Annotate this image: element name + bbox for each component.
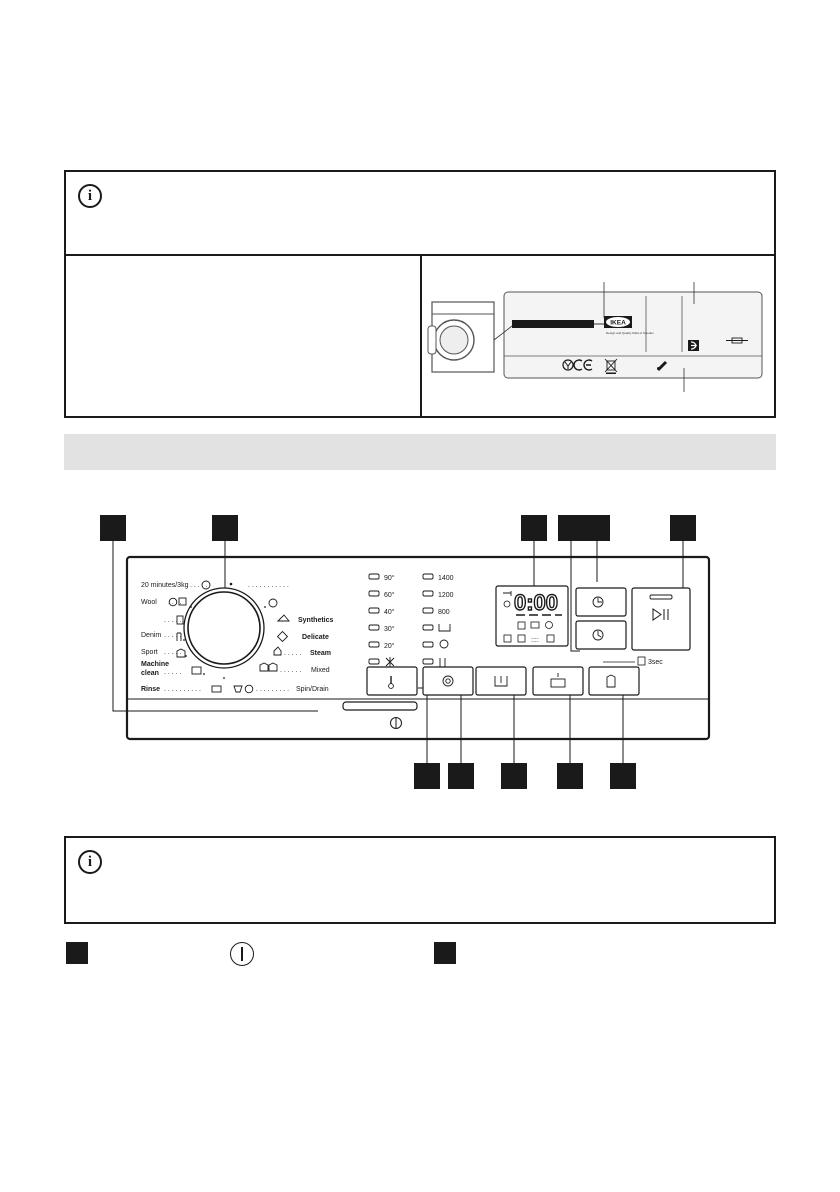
svg-text:90°: 90° [384,574,395,582]
time-manager-button[interactable] [575,620,627,650]
legend-callout-1 [66,942,88,964]
programme-mixed: Mixed [311,667,330,674]
easy-iron-button[interactable] [588,666,640,696]
programme-rinse: Rinse [141,686,160,693]
ikea-logo: IKEA Design and Quality IKEA of Sweden [604,316,654,335]
svg-text:. . . . .: . . . . . [164,632,182,639]
svg-text:. . . . .: . . . . . [164,617,182,624]
svg-text:. . . . .: . . . . . [164,669,182,676]
svg-text:. . . . . . . . .: . . . . . . . . . [256,686,289,693]
rating-plate [503,291,763,379]
start-pause-button[interactable] [631,587,691,651]
electrolux-logo [688,340,699,351]
programme-machine-clean: Machine [141,661,169,668]
callout-8 [448,763,474,789]
svg-text:IKEA: IKEA [610,320,626,327]
programme-wool: Wool [141,599,157,606]
callout-5 [584,515,610,541]
info-note-box: i [64,170,776,256]
column-divider [420,256,422,416]
hold-3sec-label: 3sec [603,656,663,666]
svg-text:. . . . .: . . . . . [190,582,208,589]
programme-denim: Denim [141,632,161,639]
delay-start-button[interactable] [575,587,627,617]
svg-text:. . . . .: . . . . . [284,650,302,657]
control-panel-drawing: 20 minutes/3kg Wool Denim Sport Machine … [100,515,711,789]
svg-text:. . . . . . . . . .: . . . . . . . . . . [164,686,201,693]
power-symbol-bar [241,947,243,961]
serial-bar [512,320,594,328]
callout-10 [557,763,583,789]
info-icon: i [78,850,102,874]
svg-text:. . . . . . . . . . .: . . . . . . . . . . . [248,582,289,589]
programme-dial[interactable] [183,582,265,669]
svg-text:3sec: 3sec [648,659,663,666]
callout-7 [414,763,440,789]
legend-callout-2 [434,942,456,964]
rating-plate-illustration: IKEA Design and Quality IKEA of Sweden [427,282,763,392]
svg-text:60°: 60° [384,591,395,599]
svg-text:1200: 1200 [438,592,454,599]
svg-text:20°: 20° [384,642,395,650]
certification-marks [562,358,668,374]
rating-plate-box [64,254,776,418]
svg-text:. . . .: . . . . [168,599,182,606]
callout-9 [501,763,527,789]
display-time: 0:00 [514,590,558,615]
digital-display: 0:00 :::: [495,585,569,647]
spin-indicators: 1400 1200 800 [422,573,454,667]
spin-button[interactable] [422,666,474,696]
on-off-button[interactable] [342,701,418,729]
svg-text:800: 800 [438,609,450,616]
info-note-box-2: i [64,836,776,924]
callout-4 [558,515,584,541]
svg-text:1400: 1400 [438,575,454,582]
programme-synthetics: Synthetics [298,617,334,624]
svg-text:30°: 30° [384,625,395,633]
callout-3 [521,515,547,541]
info-icon: i [78,184,102,208]
svg-text:::::: :::: [531,637,539,644]
svg-text:. . . . . .: . . . . . . [280,667,301,674]
section-heading-band [64,434,776,470]
programme-labels-right: . . . . . . . . . . . Synthetics Delicat… [233,582,334,694]
temperature-button[interactable] [366,666,418,696]
svg-text:. . . . .: . . . . . [164,649,182,656]
programme-sport: Sport [141,649,158,656]
extra-rinse-button[interactable] [475,666,527,696]
svg-text:Design and Quality IKEA of Swe: Design and Quality IKEA of Sweden [606,331,654,335]
fuse-symbol [726,337,748,344]
callout-1 [100,515,126,541]
svg-text:40°: 40° [384,608,395,616]
programme-spin-drain: Spin/Drain [296,686,329,693]
programme-labels-left: 20 minutes/3kg Wool Denim Sport Machine … [141,580,225,693]
callout-11 [610,763,636,789]
washer-drawing [427,301,495,373]
svg-text:clean: clean [141,670,159,677]
callout-6 [670,515,696,541]
programme-steam: Steam [310,650,331,657]
prewash-button[interactable] [532,666,584,696]
programme-delicate: Delicate [302,634,329,641]
callout-2 [212,515,238,541]
temperature-indicators: 90° 60° 40° 30° 20° [368,573,395,667]
programme-20min: 20 minutes/3kg [141,582,189,589]
